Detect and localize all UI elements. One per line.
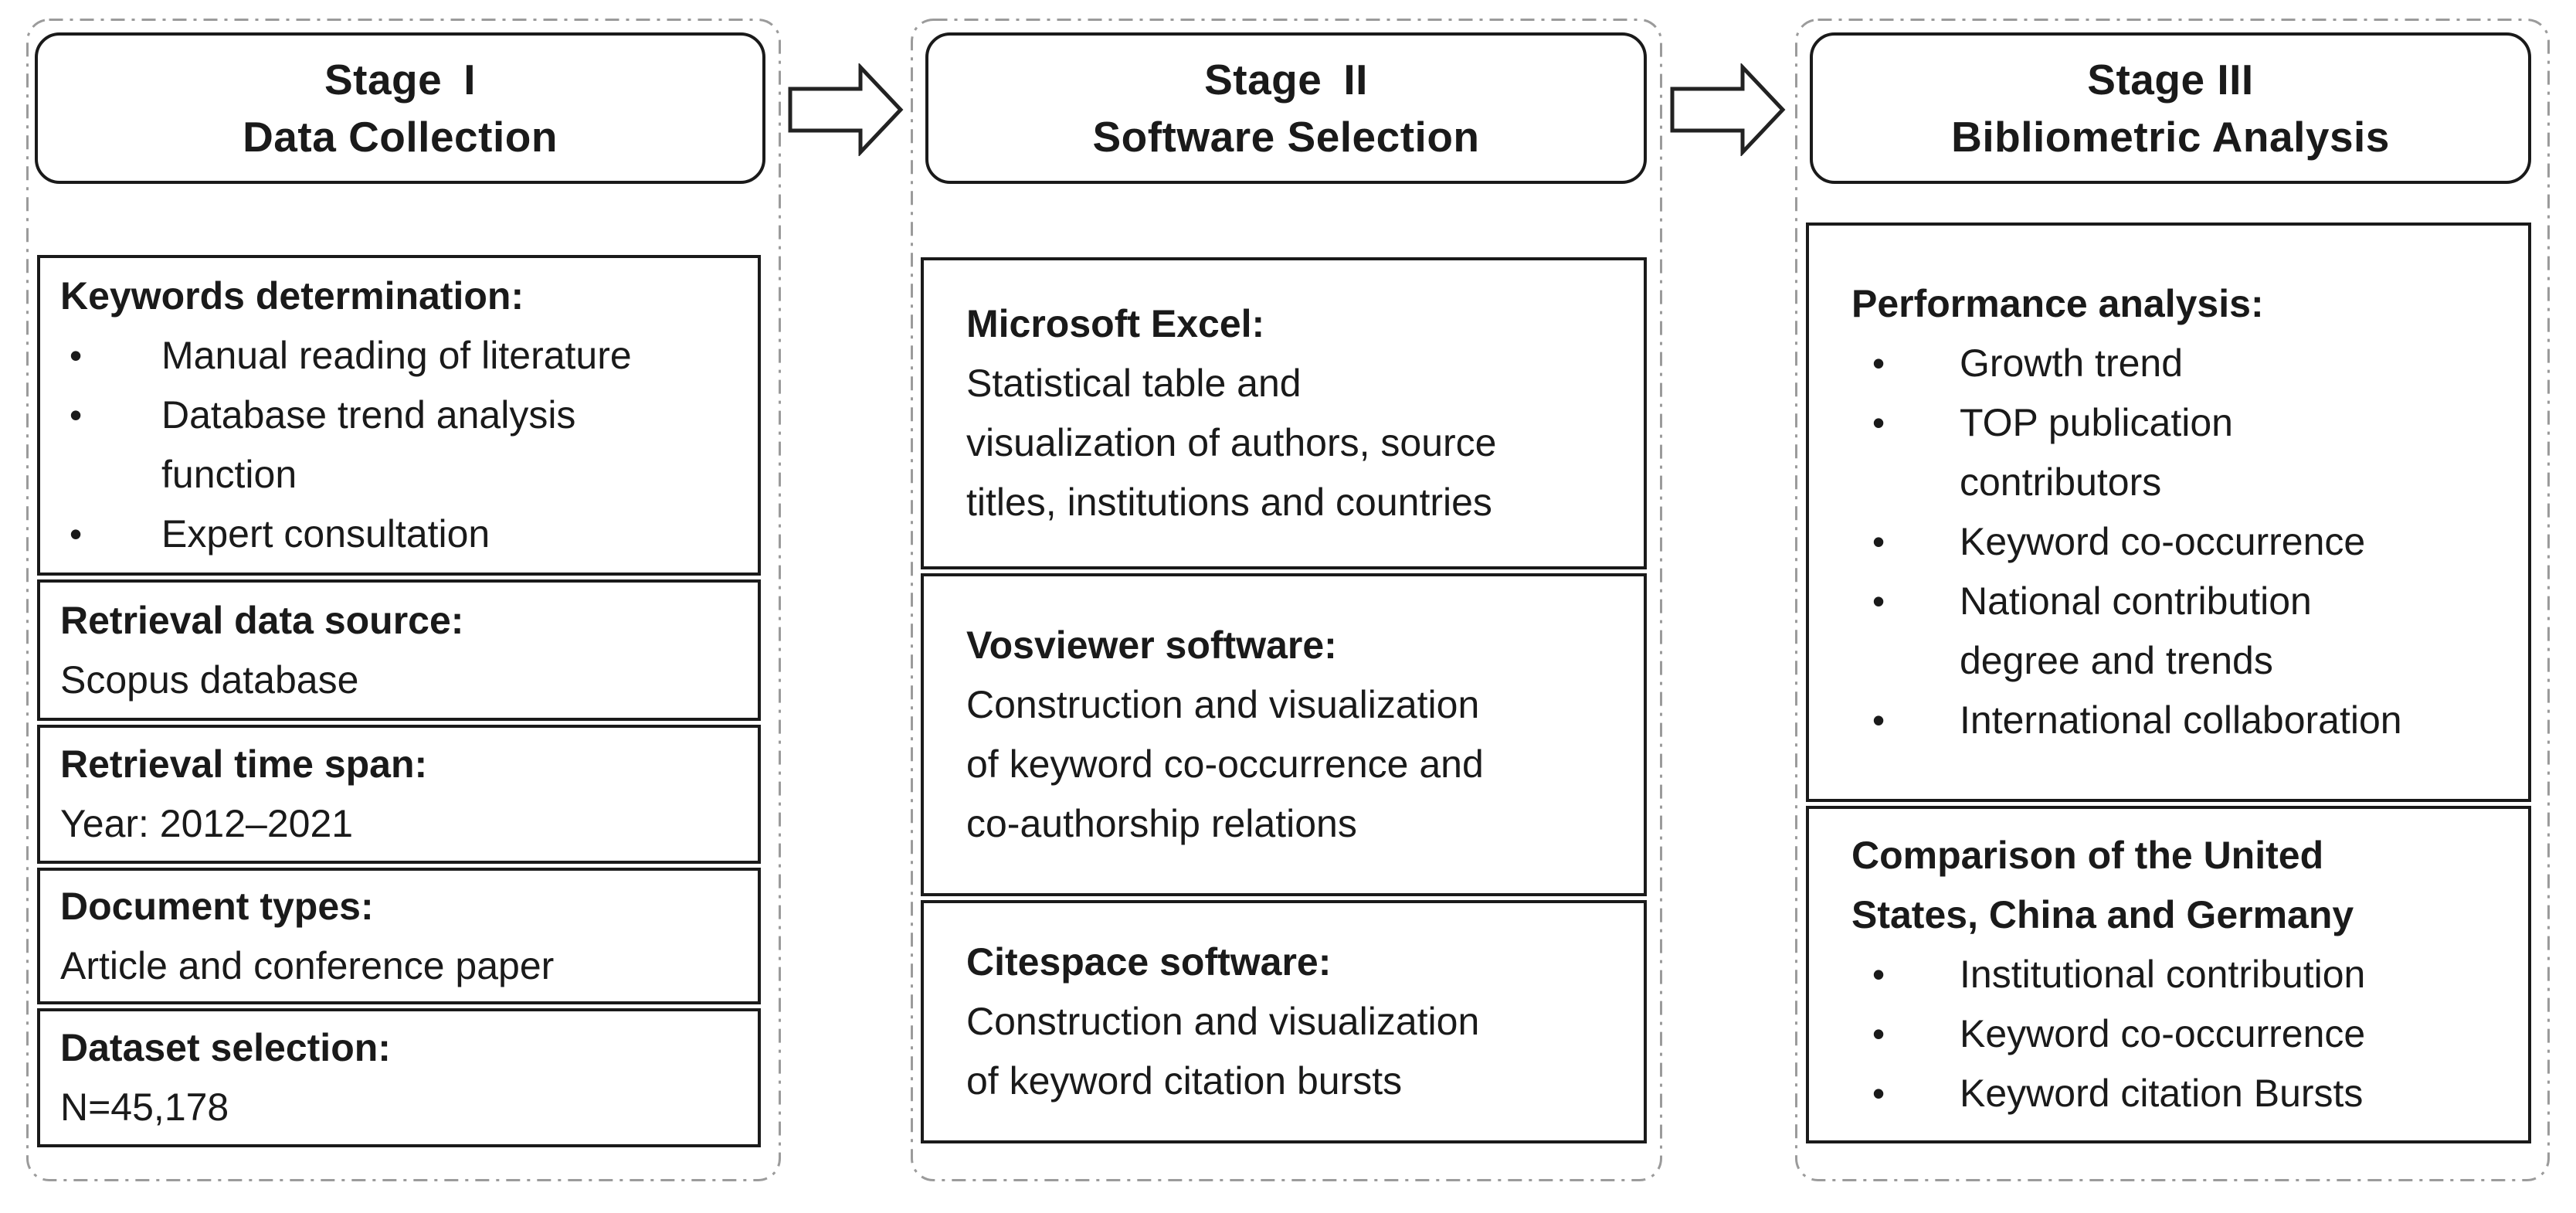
section-body: Statistical table and visualization of a…	[966, 362, 1497, 524]
list-item: International collaboration	[1851, 691, 2506, 750]
section-body: Year: 2012–2021	[60, 802, 354, 845]
section-heading: Comparison of the United States, China a…	[1851, 834, 2354, 936]
list-item: Growth trend	[1851, 334, 2506, 393]
stage-3-content: Performance analysis: Growth trend TOP p…	[1806, 223, 2531, 1143]
section-microsoft-excel: Microsoft Excel: Statistical table and v…	[921, 257, 1647, 569]
section-heading: Performance analysis:	[1851, 282, 2264, 325]
section-body: Construction and visualization of keywor…	[966, 1000, 1480, 1103]
section-heading: Dataset selection:	[60, 1026, 391, 1069]
section-heading: Citespace software:	[966, 940, 1332, 984]
section-document-types: Document types: Article and conference p…	[37, 868, 761, 1004]
section-heading: Keywords determination:	[60, 274, 524, 318]
section-body: Scopus database	[60, 657, 359, 702]
stage-3-title-box: Stage III Bibliometric Analysis	[1810, 32, 2531, 184]
section-heading: Retrieval data source:	[60, 598, 464, 642]
section-heading: Microsoft Excel:	[966, 302, 1265, 345]
stage-2-title-box: Stage II Software Selection	[925, 32, 1647, 184]
section-citespace-software: Citespace software: Construction and vis…	[921, 900, 1647, 1143]
section-body: N=45,178	[60, 1086, 229, 1129]
stage-2-content: Microsoft Excel: Statistical table and v…	[921, 257, 1647, 1143]
section-keywords-determination: Keywords determination: Manual reading o…	[37, 255, 761, 576]
stage-1-panel: Stage I Data Collection Keywords determi…	[25, 18, 782, 1182]
list-item: Keyword co-occurrence	[1851, 1004, 2506, 1064]
stage-1-title-box: Stage I Data Collection	[35, 32, 765, 184]
list-item: National contribution degree and trends	[1851, 572, 2506, 691]
stage-2-panel: Stage II Software Selection Microsoft Ex…	[910, 18, 1663, 1182]
list-item: Keyword citation Bursts	[1851, 1064, 2506, 1123]
stage-3-title: Stage III Bibliometric Analysis	[1951, 56, 2390, 161]
list-item: TOP publication contributors	[1851, 393, 2506, 512]
section-body: Construction and visualization of keywor…	[966, 683, 1484, 845]
arrow-right-shape	[788, 63, 904, 156]
section-performance-analysis: Performance analysis: Growth trend TOP p…	[1806, 223, 2531, 802]
list-item: Institutional contribution	[1851, 945, 2506, 1004]
section-heading: Retrieval time span:	[60, 742, 428, 786]
arrow-right-shape	[1670, 63, 1786, 156]
stage-3-panel: Stage III Bibliometric Analysis Performa…	[1794, 18, 2551, 1182]
section-heading: Document types:	[60, 884, 374, 928]
section-vosviewer-software: Vosviewer software: Construction and vis…	[921, 573, 1647, 896]
section-retrieval-time-span: Retrieval time span: Year: 2012–2021	[37, 725, 761, 864]
stage-2-title: Stage II Software Selection	[1092, 56, 1480, 161]
list-item: Expert consultation	[60, 505, 736, 564]
section-body: Article and conference paper	[60, 943, 555, 987]
section-heading: Vosviewer software:	[966, 623, 1337, 667]
list-item: Keyword co-occurrence	[1851, 512, 2506, 572]
list-item: Manual reading of literature	[60, 326, 736, 386]
section-comparison-countries: Comparison of the United States, China a…	[1806, 806, 2531, 1143]
section-dataset-selection: Dataset selection: N=45,178	[37, 1008, 761, 1147]
stage-1-content: Keywords determination: Manual reading o…	[37, 255, 761, 1147]
list-item: Database trend analysis function	[60, 386, 736, 505]
arrow-right-icon	[788, 63, 904, 156]
stage-1-title: Stage I Data Collection	[243, 56, 558, 161]
arrow-right-icon	[1670, 63, 1786, 156]
section-retrieval-data-source: Retrieval data source: Scopus database	[37, 579, 761, 721]
